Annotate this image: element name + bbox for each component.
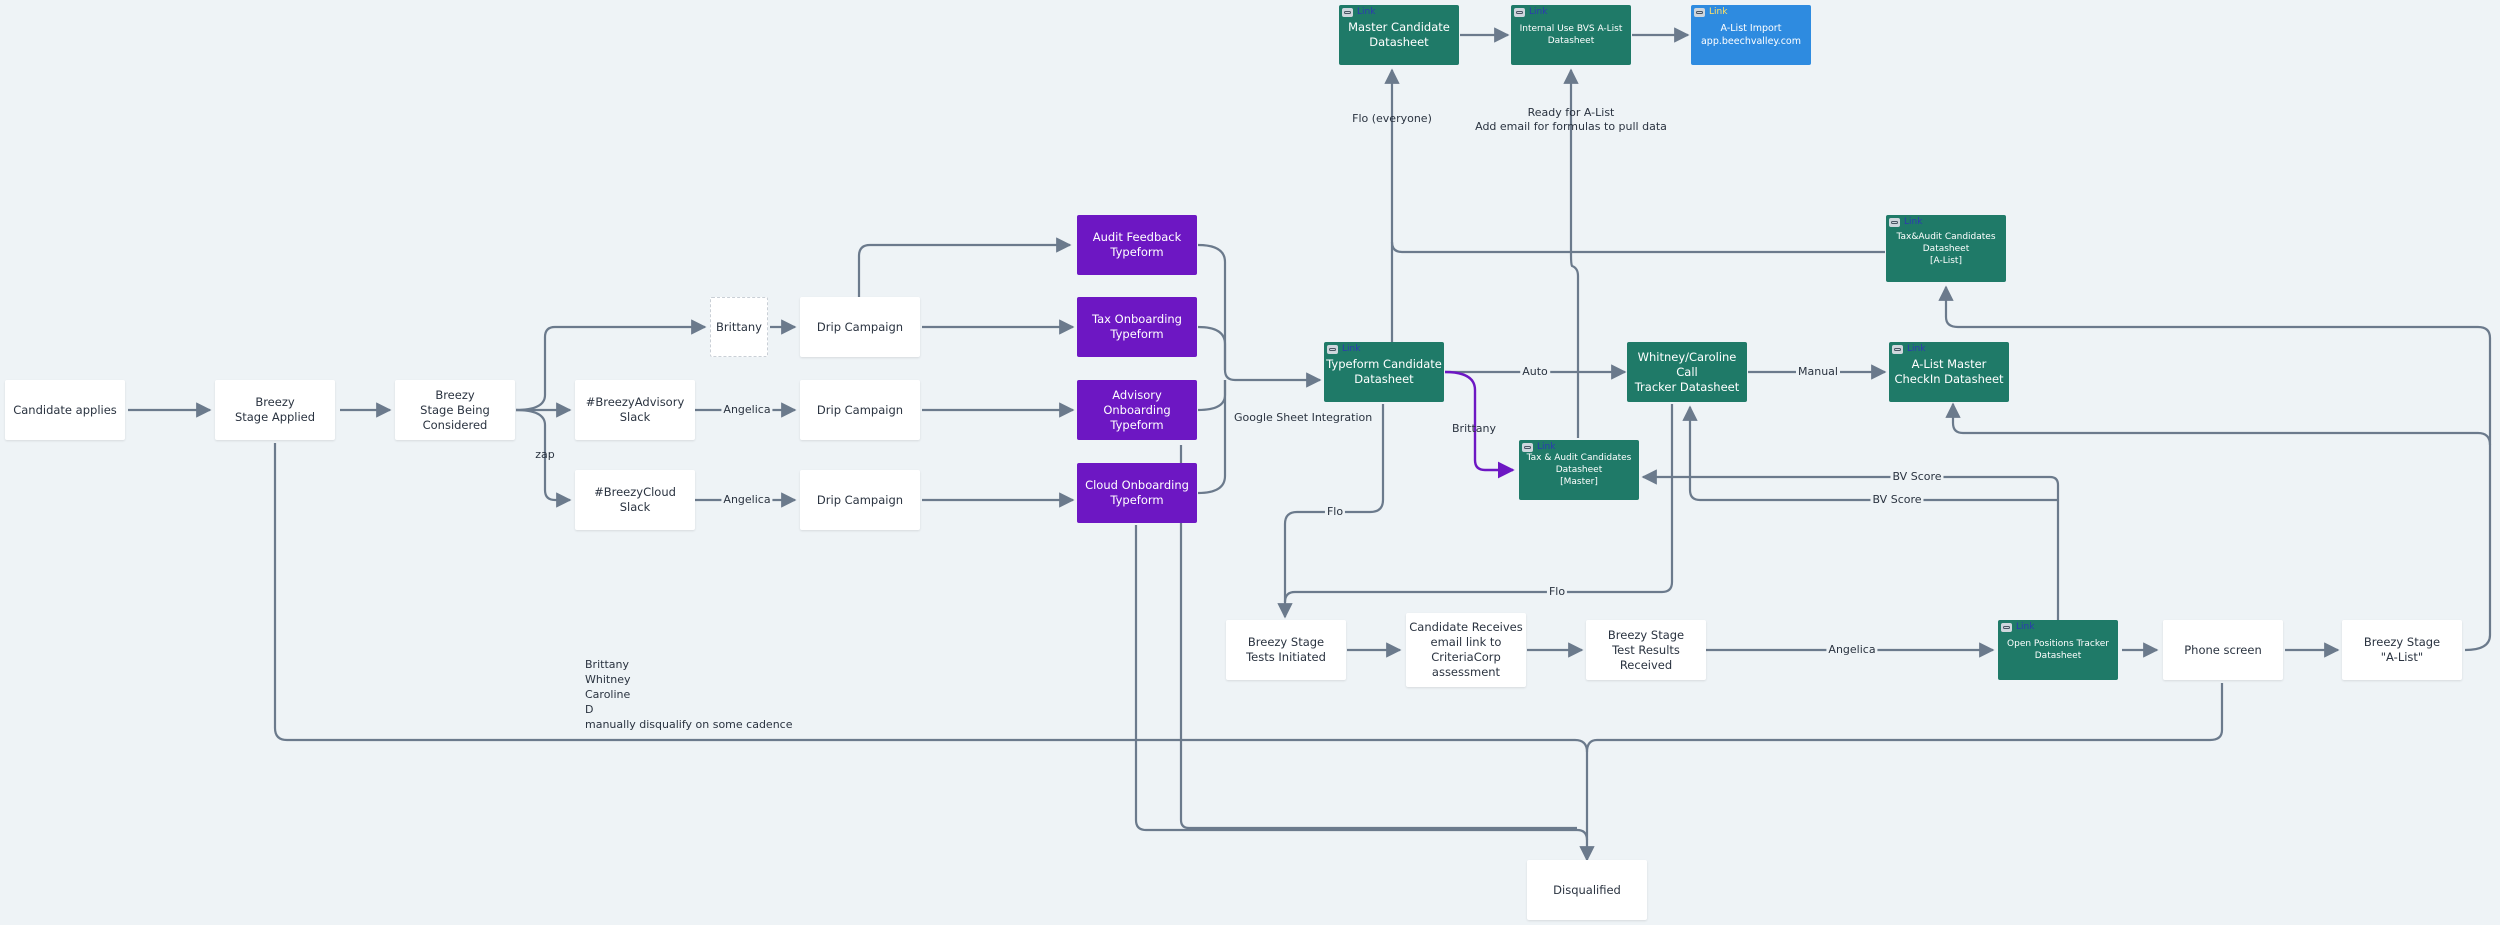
node-candidate-applies[interactable]: Candidate applies (5, 380, 125, 440)
edge-call-tracker-to-tests-flo (1283, 404, 1674, 603)
edge-label-angelica-results: Angelica (1826, 643, 1878, 657)
link-header[interactable]: Link (1694, 7, 1727, 18)
edge-tax-to-typeform-ds (1197, 325, 1227, 370)
node-brittany[interactable]: Brittany (710, 297, 768, 357)
edge-taxaudit-alist-to-master (1390, 241, 1885, 254)
link-icon (1694, 8, 1705, 17)
node-call-tracker-datasheet[interactable]: Whitney/Caroline Call Tracker Datasheet (1627, 342, 1747, 402)
link-icon (1327, 345, 1338, 354)
node-internal-bvs-alist-datasheet[interactable]: Link Internal Use BVS A-List Datasheet (1511, 5, 1631, 65)
node-drip-campaign-2[interactable]: Drip Campaign (800, 380, 920, 440)
link-header[interactable]: Link (2001, 622, 2034, 633)
link-icon (1892, 345, 1903, 354)
edge-open-positions-to-call-tracker (1682, 405, 2059, 502)
edge-applied-to-disqualified (273, 443, 1595, 862)
node-breezy-advisory-slack[interactable]: #BreezyAdvisory Slack (575, 380, 695, 440)
edge-label-brittany: Brittany (1452, 422, 1496, 435)
edge-phone-to-disqualified (1585, 683, 2224, 753)
edge-taxaudit-master-to-internal (1563, 68, 1580, 438)
node-tax-onboarding-typeform[interactable]: Tax Onboarding Typeform (1077, 297, 1197, 357)
link-icon (2001, 623, 2012, 632)
edge-cloud-tf-to-typeform-ds (1197, 380, 1227, 495)
node-phone-screen[interactable]: Phone screen (2163, 620, 2283, 680)
edge-label-angelica-cloud: Angelica (721, 493, 773, 507)
edge-considered-to-cloud (515, 408, 572, 508)
node-criteriacorp-email[interactable]: Candidate Receives email link to Criteri… (1406, 613, 1526, 687)
node-tax-audit-master-datasheet[interactable]: Link Tax & Audit Candidates Datasheet [M… (1519, 440, 1639, 500)
edge-label-auto: Auto (1520, 365, 1550, 379)
edge-alist-stage-to-alist-master (1945, 402, 2492, 446)
node-typeform-candidate-datasheet[interactable]: Link Typeform Candidate Datasheet (1324, 342, 1444, 402)
node-alist-master-checkin-datasheet[interactable]: Link A-List Master CheckIn Datasheet (1889, 342, 2009, 402)
node-breezy-alist-stage[interactable]: Breezy Stage "A-List" (2342, 620, 2462, 680)
edge-alist-stage-to-taxaudit-alist (1938, 285, 2492, 652)
node-breezy-tests-initiated[interactable]: Breezy Stage Tests Initiated (1226, 620, 1346, 680)
edge-open-positions-to-taxaudit-master (1641, 469, 2060, 620)
node-alist-import[interactable]: Link A-List Import app.beechvalley.com (1691, 5, 1811, 65)
node-audit-feedback-typeform[interactable]: Audit Feedback Typeform (1077, 215, 1197, 275)
link-header[interactable]: Link (1327, 344, 1360, 355)
node-tax-audit-alist-datasheet[interactable]: Link Tax&Audit Candidates Datasheet [A-L… (1886, 215, 2006, 282)
edge-label-flo-everyone: Flo (everyone) (1352, 112, 1432, 125)
edge-typeforms-to-disqualified (1179, 445, 1577, 830)
link-header[interactable]: Link (1889, 217, 1922, 228)
edge-audit-to-typeform-ds (1197, 243, 1322, 388)
edge-label-google-sheet-integration: Google Sheet Integration (1234, 411, 1373, 424)
link-header[interactable]: Link (1892, 344, 1925, 355)
node-open-positions-tracker[interactable]: Link Open Positions Tracker Datasheet (1998, 620, 2118, 680)
edge-label-angelica-advisory: Angelica (721, 403, 773, 417)
node-advisory-onboarding-typeform[interactable]: Advisory Onboarding Typeform (1077, 380, 1197, 440)
edge-drip1-to-audit (857, 237, 1072, 297)
node-drip-campaign-3[interactable]: Drip Campaign (800, 470, 920, 530)
edge-considered-to-brittany (515, 319, 707, 412)
edge-label-zap: zap (535, 448, 555, 461)
edge-cloud-tf-to-disqualified (1134, 525, 1589, 841)
node-master-candidate-datasheet[interactable]: Link Master Candidate Datasheet (1339, 5, 1459, 65)
edge-typeform-ds-to-taxaudit-master-purple (1444, 370, 1515, 479)
node-breezy-test-results[interactable]: Breezy Stage Test Results Received (1586, 620, 1706, 680)
node-drip-campaign-1[interactable]: Drip Campaign (800, 297, 920, 357)
edge-label-manual: Manual (1796, 365, 1840, 379)
node-breezy-cloud-slack[interactable]: #BreezyCloud Slack (575, 470, 695, 530)
link-header[interactable]: Link (1342, 7, 1375, 18)
link-icon (1889, 218, 1900, 227)
edge-label-bv-score-2: BV Score (1870, 493, 1924, 507)
node-breezy-stage-considered[interactable]: Breezy Stage Being Considered (395, 380, 515, 440)
edge-label-ready-for-alist: Ready for A-List Add email for formulas … (1475, 106, 1667, 133)
link-icon (1514, 8, 1525, 17)
link-icon (1342, 8, 1353, 17)
edge-label-flo-typeform: Flo (1324, 505, 1346, 519)
link-header[interactable]: Link (1514, 7, 1547, 18)
link-icon (1522, 443, 1533, 452)
edge-advisory-tf-to-typeform-ds (1197, 380, 1227, 412)
node-cloud-onboarding-typeform[interactable]: Cloud Onboarding Typeform (1077, 463, 1197, 523)
disqualify-note: Brittany Whitney Caroline D manually dis… (585, 658, 793, 731)
edge-label-flo-call-tracker: Flo (1546, 585, 1568, 599)
edge-label-bv-score-1: BV Score (1890, 470, 1944, 484)
node-breezy-stage-applied[interactable]: Breezy Stage Applied (215, 380, 335, 440)
link-header[interactable]: Link (1522, 442, 1555, 453)
node-disqualified[interactable]: Disqualified (1527, 860, 1647, 920)
